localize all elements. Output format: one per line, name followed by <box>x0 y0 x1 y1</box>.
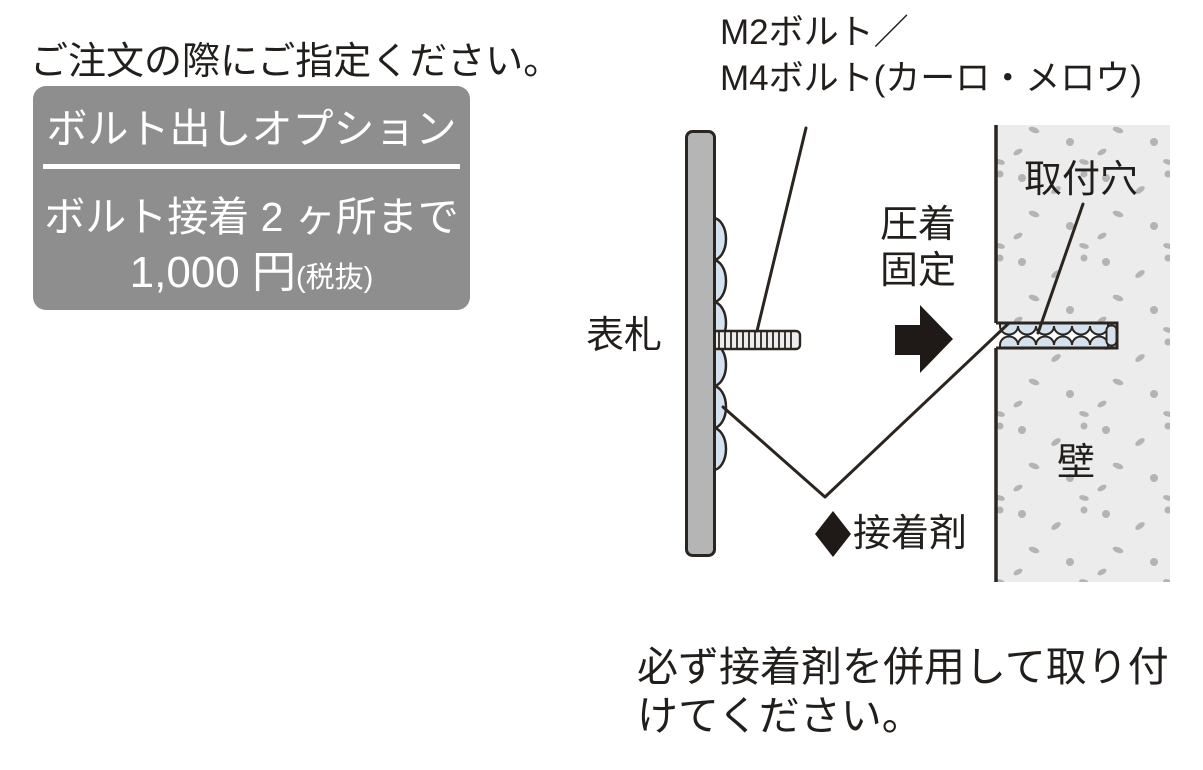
price-amount: 1,000 円 <box>129 248 296 297</box>
hole-leader-line <box>1036 202 1085 335</box>
bolt-option-box: ボルト出しオプション ボルト接着 2 ヶ所まで 1,000 円(税抜) <box>33 86 470 310</box>
option-box-detail: ボルト接着 2 ヶ所まで <box>44 194 459 240</box>
nameplate-plate <box>685 130 716 557</box>
bolt-leader-line <box>755 126 808 333</box>
option-box-price: 1,000 円(税抜) <box>33 236 470 300</box>
adhesive-leader-lines <box>721 322 1010 499</box>
order-instruction: ご注文の際にご指定ください。 <box>30 41 562 83</box>
nameplate-label: 表札 <box>586 315 663 357</box>
wall <box>996 125 1170 582</box>
mounting-hole <box>996 321 1119 350</box>
right-arrow-icon <box>895 305 953 373</box>
option-box-title: ボルト出しオプション <box>46 106 457 152</box>
footer-note-line1: 必ず接着剤を併用して取り付 <box>637 644 1169 690</box>
press-fit-line2: 固定 <box>880 250 957 292</box>
bolt-type-label: M2ボルト／ M4ボルト(カーロ・メロウ) <box>720 10 1142 102</box>
press-fit-line1: 圧着 <box>880 204 957 246</box>
adhesive-label: 接着剤 <box>853 513 968 555</box>
hole-adhesive-cap <box>1105 324 1118 347</box>
footer-note: 必ず接着剤を併用して取り付 けてください。 <box>637 643 1169 741</box>
diamond-marker-icon <box>815 511 851 557</box>
hole-adhesive-top <box>999 322 1109 336</box>
press-fit-label: 圧着 固定 <box>880 202 956 294</box>
option-box-divider <box>43 164 460 169</box>
wall-label: 壁 <box>1057 442 1096 484</box>
bolt-type-line2: M4ボルト(カーロ・メロウ) <box>720 59 1142 98</box>
footer-note-line2: けてください。 <box>637 693 923 739</box>
price-tax-note: (税抜) <box>296 262 374 294</box>
mounting-hole-label: 取付穴 <box>1024 159 1139 201</box>
hole-adhesive-bottom <box>999 335 1109 349</box>
bolt <box>711 329 802 351</box>
bolt-type-line1: M2ボルト／ <box>720 13 909 52</box>
